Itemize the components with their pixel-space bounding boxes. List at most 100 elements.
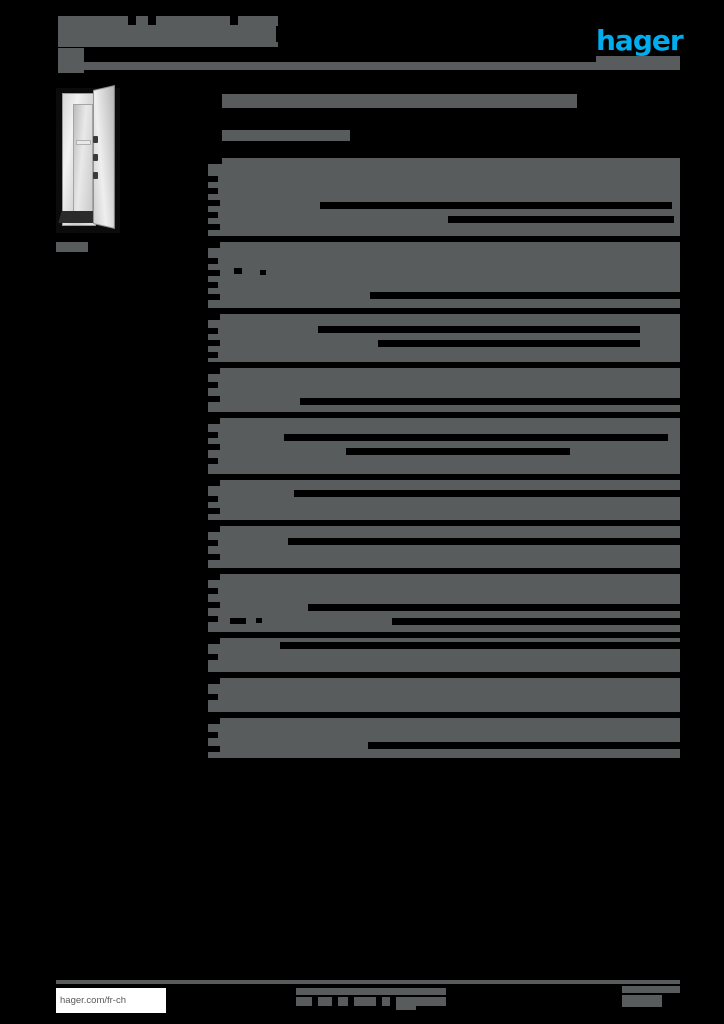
title-redaction-3: [156, 16, 230, 26]
section-heading-redaction: [222, 94, 577, 108]
row-label-notch: [208, 242, 220, 248]
footer-center-segment: [396, 1006, 416, 1010]
row-label-notch: [208, 258, 218, 264]
row-label-notch: [208, 588, 218, 594]
row-label-notch: [208, 496, 218, 502]
row-inline-mark: [230, 618, 246, 624]
row-inline-mark: [256, 618, 262, 623]
row-label-notch: [208, 382, 218, 388]
cabinet-hinge-icon: [93, 172, 98, 179]
figure-caption-redaction: [56, 242, 88, 252]
cabinet-hinge-icon: [93, 136, 98, 143]
row-label-notch: [208, 368, 220, 374]
row-label-notch: [208, 540, 218, 546]
title-redaction-4: [238, 16, 278, 26]
row-label-notch: [208, 396, 220, 402]
table-row[interactable]: [208, 418, 680, 474]
header-divider: [58, 62, 680, 70]
row-value-gap: [346, 448, 570, 455]
footer-website-url[interactable]: hager.com/fr-ch: [56, 988, 166, 1013]
row-value-gap: [284, 434, 668, 441]
footer-center-redaction: [296, 988, 446, 1010]
row-label-notch: [208, 340, 220, 346]
row-label-notch: [208, 732, 218, 738]
row-label-notch: [208, 270, 220, 276]
row-label-notch: [208, 616, 218, 622]
row-value-gap: [320, 202, 672, 209]
row-label-notch: [208, 508, 220, 514]
footer-center-segment: [296, 988, 446, 995]
section-subheading-redaction: [222, 130, 350, 141]
row-value-gap: [288, 538, 686, 545]
row-label-notch: [208, 352, 218, 358]
row-label-notch: [208, 444, 220, 450]
row-top-notch: [208, 158, 220, 161]
row-label-notch: [208, 554, 220, 560]
table-row[interactable]: [208, 368, 718, 412]
title-redaction-1: [58, 16, 128, 26]
row-inline-mark: [234, 268, 242, 274]
row-label-notch: [208, 328, 218, 334]
row-label-notch: [208, 678, 220, 684]
row-label-notch: [208, 432, 218, 438]
row-label-notch: [208, 200, 220, 206]
row-value-gap: [308, 604, 684, 611]
page-header: hager: [0, 0, 724, 78]
title-redaction-5: [58, 25, 276, 47]
table-row[interactable]: [208, 718, 684, 758]
row-value-gap: [294, 490, 684, 497]
row-label-notch: [208, 602, 220, 608]
table-row[interactable]: [208, 314, 680, 362]
cabinet-hinge-icon: [93, 154, 98, 161]
cabinet-body-icon: [62, 93, 96, 226]
footer-center-segment: [296, 997, 312, 1006]
product-image: [56, 85, 120, 233]
footer-center-segment: [318, 997, 332, 1006]
row-value-gap: [378, 340, 640, 347]
table-row[interactable]: [208, 526, 686, 568]
row-value-gap: [300, 398, 718, 405]
row-value-gap: [368, 742, 684, 749]
row-label-notch: [208, 294, 220, 300]
subtitle-redaction-4: [248, 42, 278, 47]
row-label-notch: [208, 176, 218, 182]
row-label-notch: [208, 212, 218, 218]
row-label-notch: [208, 574, 220, 580]
footer-center-segment: [338, 997, 348, 1006]
table-row[interactable]: [208, 678, 680, 712]
row-label-notch: [208, 458, 218, 464]
row-label-notch: [208, 746, 220, 752]
footer-divider: [56, 980, 680, 984]
row-label-notch: [208, 694, 218, 700]
table-row[interactable]: [208, 638, 692, 672]
footer-center-segment: [382, 997, 390, 1006]
logo-underline-redaction: [596, 56, 680, 63]
table-row[interactable]: [208, 242, 680, 308]
cabinet-rail-icon: [76, 140, 91, 145]
row-value-gap: [370, 292, 680, 299]
row-label-notch: [208, 418, 220, 424]
cabinet-interior-icon: [73, 104, 93, 214]
subtitle-redaction-3: [200, 42, 242, 47]
title-redaction-2: [136, 16, 148, 26]
subtitle-redaction-2: [88, 42, 192, 47]
row-value-gap: [448, 216, 674, 223]
row-label-notch: [208, 526, 220, 532]
row-value-gap: [280, 642, 692, 649]
row-label-notch: [208, 480, 220, 486]
hager-logo[interactable]: hager: [596, 24, 684, 57]
row-inline-mark: [260, 270, 266, 275]
row-label-notch: [208, 158, 222, 164]
row-label-notch: [208, 718, 220, 724]
table-row[interactable]: [208, 158, 680, 236]
footer-center-segment: [354, 997, 376, 1006]
row-value-gap: [392, 618, 684, 625]
row-label-notch: [208, 224, 220, 230]
row-label-notch: [208, 282, 218, 288]
footer-right-redaction: [622, 986, 680, 1008]
row-label-notch: [208, 654, 218, 660]
row-label-notch: [208, 314, 220, 320]
table-row[interactable]: [208, 480, 684, 520]
table-row[interactable]: [208, 574, 684, 632]
